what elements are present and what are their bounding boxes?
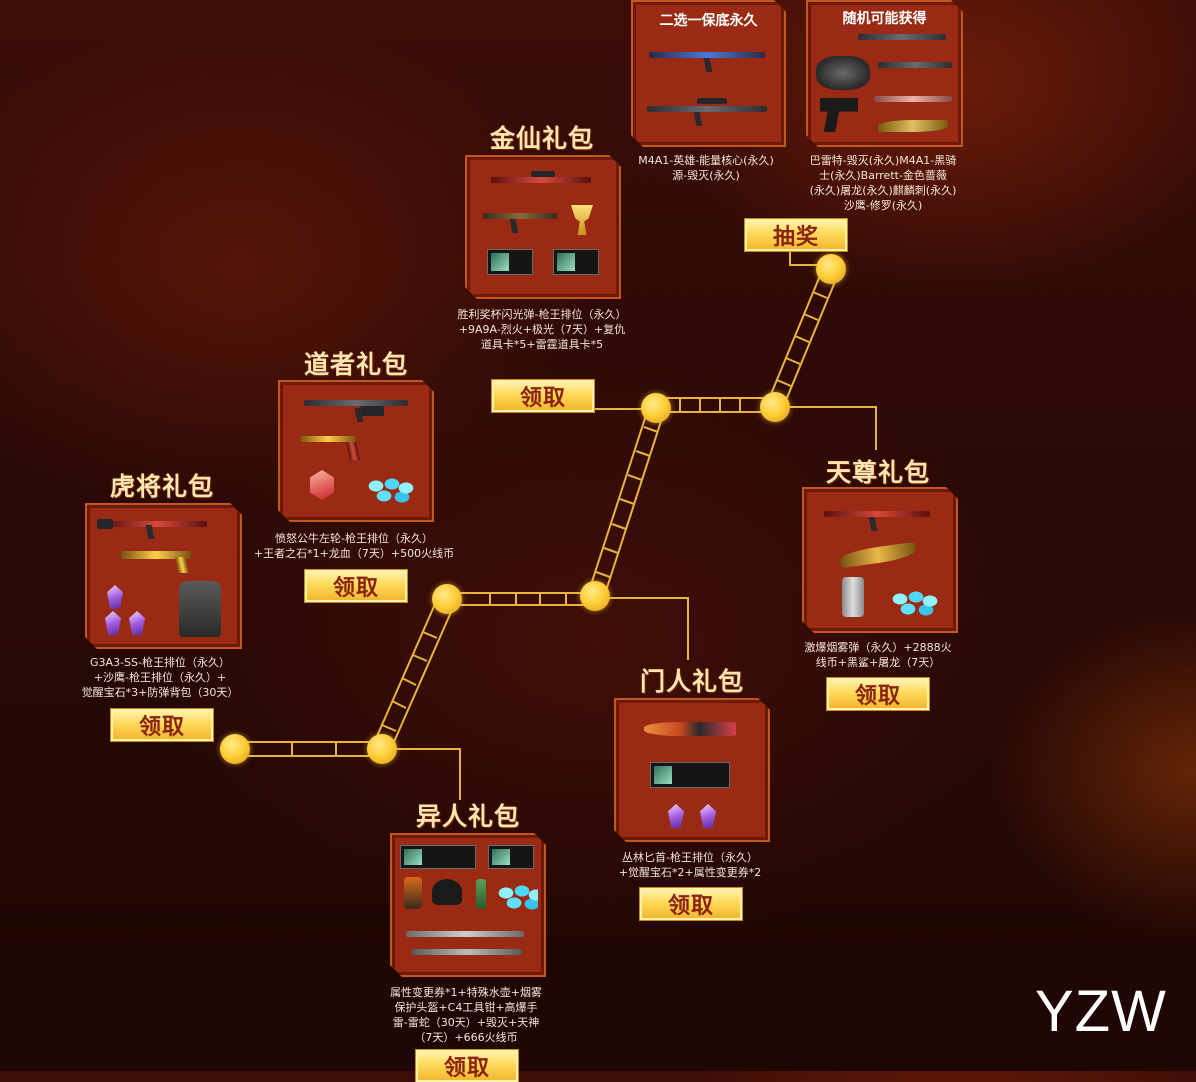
claim-button[interactable]: 领取 <box>827 678 929 710</box>
currency-icon <box>362 474 418 504</box>
prop-card-icon <box>488 845 534 869</box>
smg-icon <box>824 503 934 531</box>
package-desc: G3A3-SS-枪王排位（永久） +沙鹰-枪王排位（永久）+ 觉醒宝石*3+防弹… <box>81 656 239 699</box>
package-card <box>278 380 434 522</box>
claim-button[interactable]: 领取 <box>492 380 594 412</box>
lottery-button[interactable]: 抽奖 <box>745 219 847 251</box>
claim-button[interactable]: 领取 <box>640 888 742 920</box>
currency-icon <box>492 881 538 911</box>
helmet-icon <box>432 879 462 905</box>
currency-icon <box>886 587 942 617</box>
water-bottle-icon <box>404 877 422 909</box>
awakening-gem-icon <box>700 804 716 828</box>
awakening-gem-icon <box>129 611 145 635</box>
attribute-coupon-icon <box>400 845 476 869</box>
package-title: 异人礼包 <box>416 802 521 831</box>
pistol-icon <box>121 547 201 573</box>
rifle-icon <box>878 56 954 76</box>
claim-button[interactable]: 领取 <box>305 570 407 602</box>
box-desc: 巴雷特-毁灭(永久)M4A1-黑骑 士(永久)Barrett-金色蔷薇 (永久)… <box>809 154 957 212</box>
path-node <box>432 584 462 614</box>
rifle-icon <box>649 44 769 74</box>
path-node <box>816 254 846 284</box>
awakening-gem-icon <box>107 585 123 609</box>
package-card <box>614 698 770 842</box>
package-desc: 激爆烟雾弹（永久）+2888火 线币+黑鲨+屠龙（7天） <box>804 641 952 669</box>
package-desc: 愤怒公牛左轮-枪王排位（永久） +王者之石*1+龙血（7天）+500火线币 <box>253 532 455 560</box>
box-title: 二选一保底永久 <box>659 13 758 29</box>
attribute-coupon-icon <box>650 762 730 788</box>
awakening-gem-icon <box>105 611 121 635</box>
path-node <box>641 393 671 423</box>
smg-icon <box>483 207 563 233</box>
sniper-rifle-icon <box>874 90 954 108</box>
prop-card-icon <box>487 249 533 275</box>
sniper-rifle-icon <box>858 30 948 46</box>
kings-stone-icon <box>310 470 334 500</box>
smoke-grenade-icon <box>842 577 864 617</box>
dragon-blade-icon <box>839 542 916 568</box>
awakening-gem-icon <box>668 804 684 828</box>
rifle-icon <box>97 515 217 539</box>
path-node <box>367 734 397 764</box>
revolver-icon <box>300 432 370 462</box>
tool-icon <box>476 879 486 909</box>
package-title: 金仙礼包 <box>490 124 595 153</box>
trophy-icon <box>571 205 593 235</box>
sniper-rifle-icon <box>406 925 528 965</box>
pistol-icon <box>820 98 858 132</box>
claim-button[interactable]: 领取 <box>416 1050 518 1082</box>
claim-button[interactable]: 领取 <box>111 709 213 741</box>
sniper-rifle-icon <box>647 98 771 128</box>
watermark: YZW <box>1035 979 1167 1044</box>
package-title: 门人礼包 <box>640 667 745 696</box>
package-title: 虎将礼包 <box>110 472 215 501</box>
dragon-head-icon <box>816 56 870 90</box>
package-desc: 胜利奖杯闪光弹-枪王排位（永久） +9A9A-烈火+极光（7天）+复仇 道具卡*… <box>457 308 627 351</box>
package-card <box>85 503 242 649</box>
package-desc: 丛林匕首-枪王排位（永久） +觉醒宝石*2+属性变更券*2 <box>618 851 762 879</box>
package-title: 天尊礼包 <box>826 458 931 487</box>
sniper-rifle-icon <box>491 171 601 193</box>
path-node <box>580 581 610 611</box>
package-desc: 属性变更券*1+特殊水壶+烟雾 保护头盔+C4工具钳+高爆手 雷-雷蛇（30天）… <box>390 986 542 1044</box>
prop-card-icon <box>553 249 599 275</box>
package-card <box>465 155 621 299</box>
knife-icon <box>644 722 736 736</box>
knife-icon <box>878 120 948 132</box>
box-desc: M4A1-英雄-能量核心(永久) 源-毁灭(永久) <box>638 154 774 182</box>
backpack-icon <box>179 581 221 637</box>
guaranteed-choice-box: 二选一保底永久 <box>631 0 786 147</box>
package-card <box>390 833 546 977</box>
random-reward-box: 随机可能获得 <box>806 0 963 147</box>
rifle-icon <box>304 392 414 422</box>
package-title: 道者礼包 <box>304 350 409 379</box>
package-card <box>802 487 958 633</box>
path-node <box>760 392 790 422</box>
path-node <box>220 734 250 764</box>
box-title: 随机可能获得 <box>842 11 927 27</box>
